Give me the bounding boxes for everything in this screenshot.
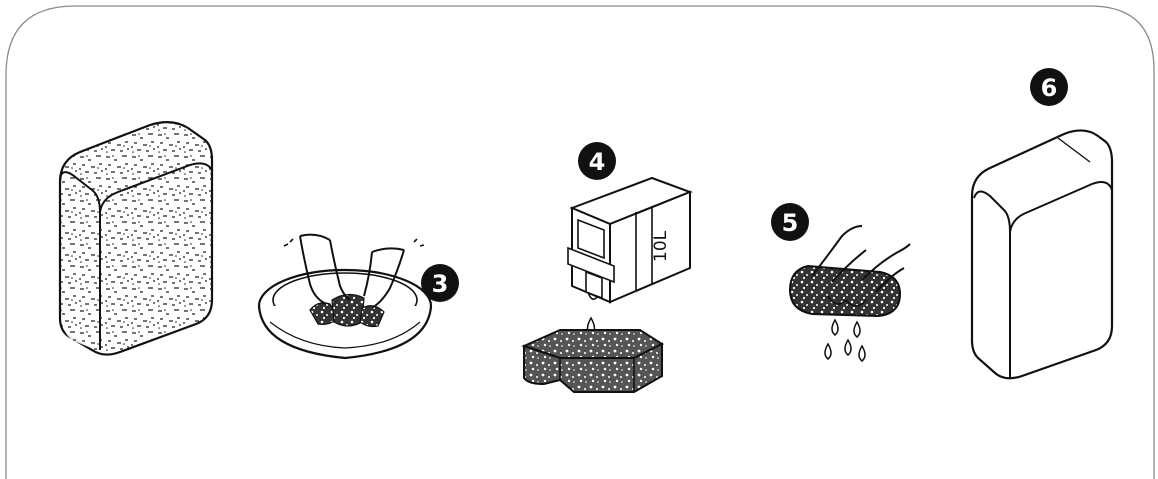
- water-container-icon: 10L: [568, 178, 690, 302]
- step-wash: 3: [259, 235, 459, 358]
- filter-dirty-icon: [60, 122, 212, 354]
- filter-clean-icon: [972, 130, 1112, 378]
- step-rinse: 10L 4: [524, 142, 690, 392]
- container-volume-label: 10L: [651, 230, 671, 262]
- squeeze-hands-icon: [790, 226, 910, 316]
- step-4-number: 4: [589, 148, 606, 176]
- step-3-number: 3: [432, 270, 449, 298]
- water-drops-icon: [825, 320, 865, 361]
- sponge-icon: [524, 330, 662, 392]
- step-squeeze: 5: [771, 203, 910, 361]
- step-6-number: 6: [1041, 74, 1058, 102]
- hands-in-basin-icon: [259, 235, 431, 358]
- step-filter-clean: 6: [972, 68, 1112, 378]
- step-5-number: 5: [782, 209, 799, 237]
